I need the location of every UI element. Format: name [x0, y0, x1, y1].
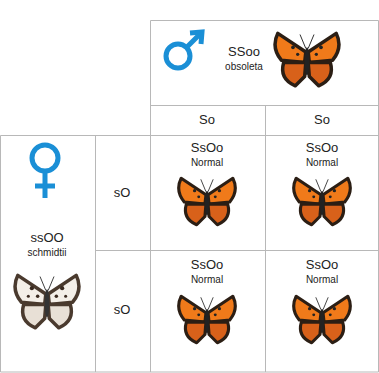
schmidtii-butterfly — [15, 275, 79, 328]
gamete: sO — [114, 303, 131, 317]
male-symbol — [166, 32, 202, 68]
normal-butterfly — [179, 178, 236, 225]
gamete: So — [199, 113, 215, 127]
phenotype: Normal — [191, 274, 223, 285]
normal-butterfly — [294, 178, 351, 225]
variety-name: obsoleta — [225, 61, 263, 72]
genotype: SsOo — [306, 141, 339, 155]
female-symbol — [32, 145, 58, 198]
normal-butterfly — [294, 296, 351, 343]
gamete: sO — [114, 186, 131, 200]
obsoleta-butterfly — [275, 33, 339, 85]
genotype: SsOo — [191, 258, 224, 272]
genotype: SsOo — [191, 141, 224, 155]
table-grid — [1, 21, 379, 373]
genotype: ssOO — [30, 231, 63, 245]
phenotype: Normal — [306, 157, 338, 168]
normal-butterfly — [179, 296, 236, 343]
genotype: SSoo — [228, 45, 260, 59]
gamete: So — [314, 113, 330, 127]
phenotype: Normal — [306, 274, 338, 285]
variety-name: schmidtii — [28, 247, 67, 258]
genotype: SsOo — [306, 258, 339, 272]
phenotype: Normal — [191, 157, 223, 168]
